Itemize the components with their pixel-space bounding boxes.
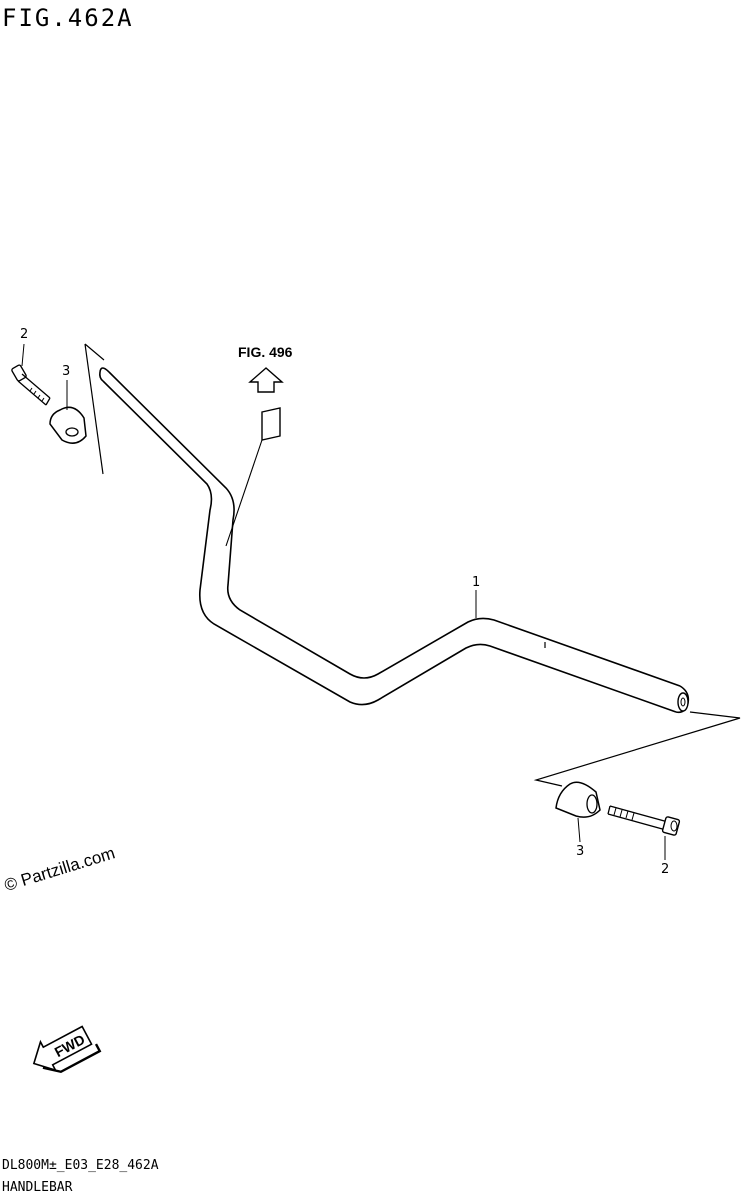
leader-clamp bbox=[225, 439, 263, 547]
handlebar-right-end bbox=[677, 692, 689, 712]
callout-part-2-upper: 2 bbox=[20, 327, 29, 342]
lower-bolt bbox=[607, 805, 681, 836]
handlebar-left-end bbox=[99, 367, 110, 382]
leader-upper-2 bbox=[21, 343, 25, 367]
diagram-code: DL800M±_E03_E28_462A bbox=[2, 1158, 159, 1173]
leader-lower-3 bbox=[577, 817, 581, 843]
reference-figure-label: FIG. 496 bbox=[238, 344, 293, 360]
callout-part-3-lower: 3 bbox=[576, 844, 585, 859]
fwd-arrow-icon: FWD bbox=[32, 1025, 102, 1074]
upper-weight bbox=[49, 406, 87, 444]
figure-title: FIG.462A bbox=[2, 4, 134, 32]
upper-guide-lines bbox=[84, 343, 105, 475]
callout-part-2-lower: 2 bbox=[661, 862, 670, 877]
callout-part-1: 1 bbox=[472, 575, 481, 590]
up-arrow bbox=[248, 367, 284, 393]
callout-part-3-upper: 3 bbox=[62, 364, 71, 379]
handlebar-right-end-hole bbox=[680, 697, 686, 707]
part-name: HANDLEBAR bbox=[2, 1180, 73, 1195]
clamp-mark bbox=[261, 407, 281, 441]
lower-weight bbox=[555, 781, 601, 818]
upper-bolt bbox=[11, 364, 51, 406]
handlebar-tube-outline bbox=[108, 371, 690, 714]
lower-guide-lines bbox=[533, 711, 741, 787]
handlebar-tube-inner bbox=[102, 380, 677, 713]
